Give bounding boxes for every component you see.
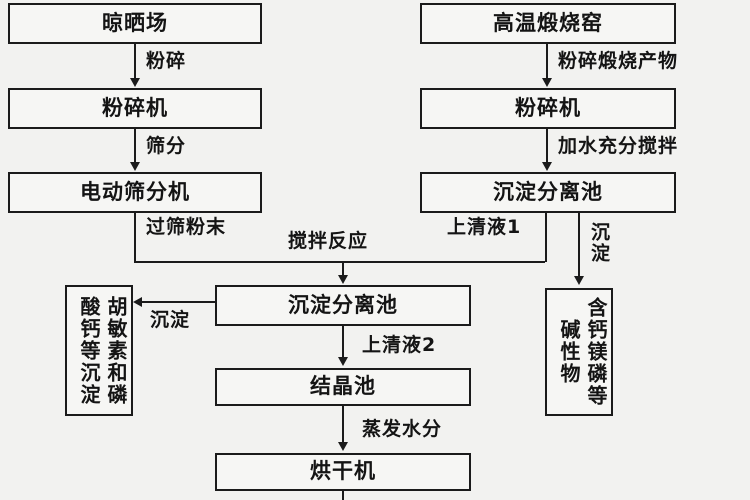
arrowhead-down-icon — [130, 78, 140, 87]
node-label: 结晶池 — [310, 374, 376, 399]
node-crusher-left[interactable]: 粉碎机 — [8, 88, 262, 129]
edge-kiln-to-crusher — [546, 44, 548, 79]
arrowhead-down-icon — [338, 357, 348, 366]
arrowhead-left-icon — [133, 297, 142, 307]
node-settling-tank-right[interactable]: 沉淀分离池 — [420, 172, 676, 213]
edge-junction-to-settling-mid — [342, 261, 344, 277]
arrowhead-down-icon — [542, 78, 552, 87]
edge-label-precipitate-right: 沉淀 — [587, 222, 610, 264]
edge-crusher-to-settling-right — [546, 129, 548, 163]
arrowhead-down-icon — [130, 162, 140, 171]
edge-precipitate-left — [137, 301, 215, 303]
node-crusher-right[interactable]: 粉碎机 — [420, 88, 676, 129]
edge-crusher-to-sifter — [134, 129, 136, 163]
node-label: 胡敏素和磷酸钙等沉淀 — [77, 295, 128, 406]
arrowhead-down-icon — [338, 275, 348, 284]
edge-label-supernatant-2: 上清液2 — [362, 334, 437, 356]
node-label: 烘干机 — [310, 459, 376, 484]
edge-junction-horizontal — [134, 261, 545, 263]
edge-label-stir-reaction: 搅拌反应 — [288, 230, 369, 252]
node-label: 含钙镁磷等碱性物 — [557, 297, 608, 407]
node-sun-drying-yard[interactable]: 晾晒场 — [8, 3, 262, 44]
node-humin-calcium-phosphate-precipitate[interactable]: 胡敏素和磷酸钙等沉淀 — [65, 285, 133, 416]
edge-label-add-water-stir: 加水充分搅拌 — [558, 135, 679, 157]
node-label: 晾晒场 — [102, 10, 168, 35]
arrowhead-down-icon — [338, 442, 348, 451]
node-label: 沉淀分离池 — [493, 179, 603, 204]
edge-label-precipitate-left: 沉淀 — [150, 309, 191, 331]
edge-label-sieve: 筛分 — [146, 135, 187, 157]
node-crystallization-pond[interactable]: 结晶池 — [215, 368, 471, 406]
edge-label-evaporate-water: 蒸发水分 — [362, 418, 443, 440]
edge-label-sieved-powder: 过筛粉末 — [146, 216, 227, 238]
node-calcium-magnesium-phosphorus-alkaline[interactable]: 含钙镁磷等碱性物 — [545, 288, 613, 416]
edge-label-crush: 粉碎 — [146, 50, 187, 72]
edge-supernatant-1 — [545, 213, 547, 262]
node-label: 粉碎机 — [515, 95, 581, 120]
node-label: 高温煅烧窑 — [493, 10, 603, 35]
edge-precipitate-right — [578, 213, 580, 277]
edge-crystallization-to-dryer — [342, 406, 344, 443]
node-label: 粉碎机 — [102, 95, 168, 120]
node-settling-tank-mid[interactable]: 沉淀分离池 — [215, 285, 471, 326]
node-label: 电动筛分机 — [80, 179, 190, 204]
arrowhead-down-icon — [542, 162, 552, 171]
arrowhead-down-icon — [574, 276, 584, 285]
edge-sifter-down — [134, 213, 136, 263]
edge-label-supernatant-1: 上清液1 — [447, 216, 522, 238]
edge-settling-to-crystallization — [342, 326, 344, 358]
node-calcining-kiln[interactable]: 高温煅烧窑 — [420, 3, 676, 44]
node-label: 沉淀分离池 — [288, 292, 398, 317]
edge-drying-to-crusher — [134, 44, 136, 79]
node-electric-sifter[interactable]: 电动筛分机 — [8, 172, 262, 213]
node-dryer[interactable]: 烘干机 — [215, 453, 471, 491]
edge-dryer-output — [342, 491, 344, 500]
edge-label-crush-calcined-product: 粉碎煅烧产物 — [558, 50, 679, 72]
